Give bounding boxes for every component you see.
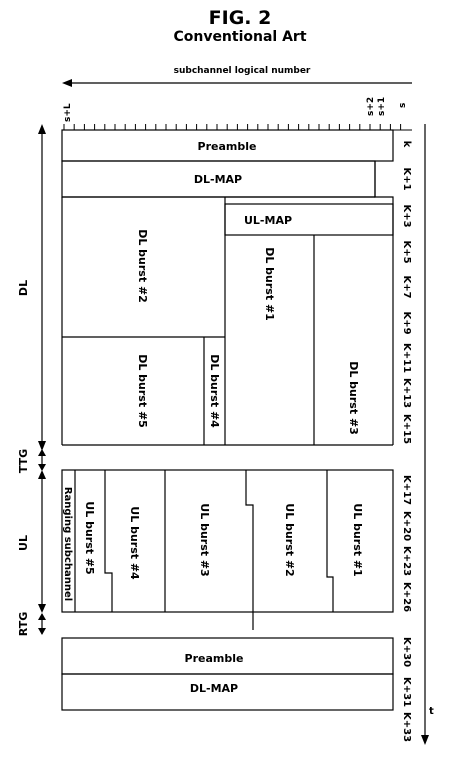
ul-bracket (38, 470, 46, 613)
ul-subframe-block (61, 469, 394, 613)
rtg-section-label: RTG (17, 612, 30, 637)
next-dl-map-label: DL-MAP (190, 682, 238, 695)
ul-burst-divider-1 (104, 470, 113, 612)
symbol-label: K+7 (401, 275, 412, 298)
ul-burst-5-label: UL burst #5 (83, 501, 96, 574)
ul-burst-4-label: UL burst #4 (128, 506, 141, 580)
dl-section-label: DL (17, 280, 30, 296)
symbol-label-column: kK+1K+3K+5K+7K+9K+11K+13K+15K+17K+20K+23… (401, 141, 412, 742)
dl-preamble-label: Preamble (198, 140, 257, 153)
figure-subtitle: Conventional Art (173, 29, 306, 45)
subchannel-axis-label: subchannel logical number (174, 66, 311, 76)
ul-burst-divider-3 (245, 470, 254, 630)
dl-burst-1-label: DL burst #1 (263, 247, 276, 321)
next-dl-map-block (61, 673, 394, 711)
ul-section-label: UL (17, 535, 30, 551)
next-preamble-label: Preamble (185, 652, 244, 665)
time-axis-label: t (429, 706, 434, 717)
ul-burst-divider-4 (326, 470, 334, 612)
dl-right-edge (374, 161, 394, 445)
subchannel-arrowhead-icon (62, 79, 72, 87)
symbol-label: K+1 (401, 167, 412, 190)
tick-label-s-plus-2: s+2 (366, 97, 376, 116)
figure-title: FIG. 2 (209, 7, 272, 29)
tick-label-s-plus-1: s+1 (377, 97, 387, 116)
dl-bracket (38, 124, 46, 451)
symbol-label: K+13 (401, 378, 412, 408)
symbol-label: K+30 (401, 637, 412, 667)
ranging-subchannel-label: Ranging subchannel (62, 487, 73, 601)
ul-burst-2-label: UL burst #2 (283, 503, 296, 576)
symbol-label: K+31 (401, 677, 412, 707)
tick-label-s: s (398, 103, 408, 108)
symbol-label: K+11 (401, 343, 412, 373)
time-arrowhead-icon (421, 735, 429, 745)
symbol-label: K+20 (401, 511, 412, 541)
tick-label-s-plus-l: s+L (63, 103, 73, 122)
ttg-section-label: TTG (17, 449, 30, 473)
dl-map-label: DL-MAP (194, 173, 242, 186)
symbol-label: K+33 (401, 712, 412, 742)
dl-burst-2-label: DL burst #2 (136, 229, 149, 303)
symbol-label: K+3 (401, 204, 412, 227)
symbol-label: K+17 (401, 475, 412, 505)
dl-burst-4-label: DL burst #4 (208, 354, 221, 428)
symbol-label: K+15 (401, 414, 412, 444)
dl-burst-5-label: DL burst #5 (136, 354, 149, 428)
subchannel-ticks (63, 124, 402, 130)
symbol-label: K+26 (401, 582, 412, 612)
ul-burst-1-label: UL burst #1 (351, 503, 364, 576)
rtg-bracket (38, 613, 46, 635)
ul-map-label: UL-MAP (244, 214, 292, 227)
symbol-label: K+23 (401, 546, 412, 576)
symbol-label: K+9 (401, 311, 412, 334)
ul-burst-3-label: UL burst #3 (198, 503, 211, 576)
symbol-label: K+5 (401, 240, 412, 263)
symbol-label: k (401, 141, 412, 148)
dl-burst-3-label: DL burst #3 (347, 361, 360, 435)
ttg-bracket (38, 449, 46, 471)
